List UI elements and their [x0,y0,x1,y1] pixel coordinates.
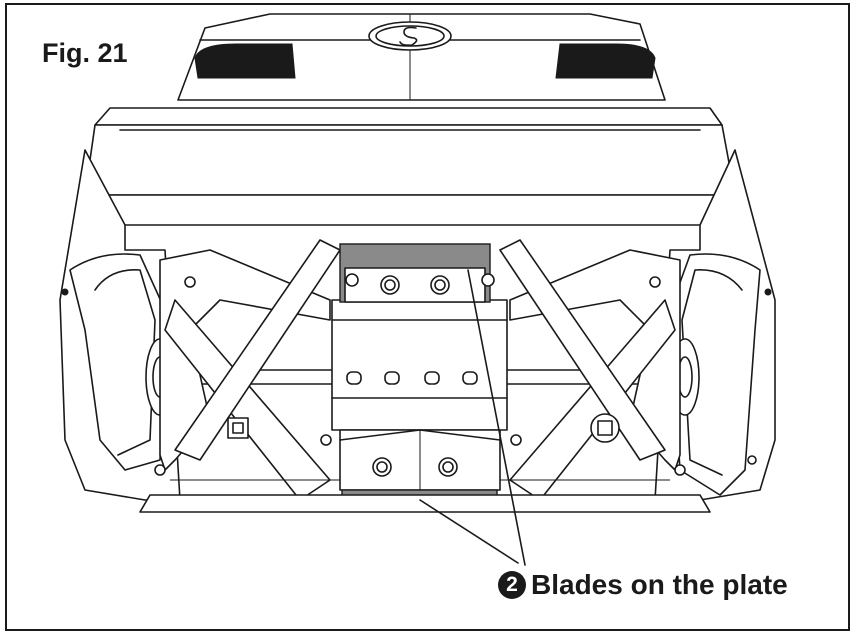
slot-row [346,371,478,385]
motor-housing [177,13,666,101]
figure-frame [5,3,850,631]
callout-text: Blades on the plate [531,569,788,600]
callout-number-badge: 2 [498,571,526,599]
s-logo-icon [368,21,452,51]
callout-leaders [419,269,526,566]
blades-callout: 2 Blades on the plate [498,569,788,601]
upper-blade [339,243,495,303]
left-auger-paddle [159,239,341,501]
center-plate-assembly [331,299,508,491]
hex-bolt-icon [438,457,458,477]
hex-bolt-icon [380,275,400,295]
hex-bolt-icon [430,275,450,295]
left-side-shroud [59,149,181,501]
right-auger-paddle [499,239,681,501]
hex-bolt-icon [372,457,392,477]
side-bolts [154,276,757,476]
figure-label: Fig. 21 [42,38,128,68]
auger-housing-top [84,107,736,226]
